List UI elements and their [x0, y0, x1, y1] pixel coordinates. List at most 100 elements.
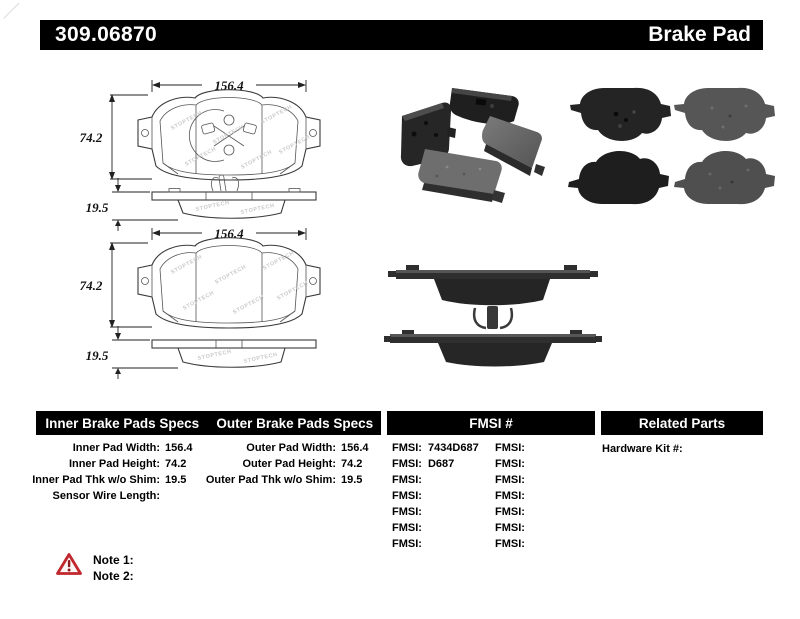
fmsi-left-column: FMSI: 7434D687 FMSI: D687 FMSI: FMSI: FMSI… — [392, 440, 479, 552]
warning-triangle-icon — [56, 553, 82, 575]
page-corner-mark — [0, 0, 20, 19]
watermark-text: STOPTECH — [240, 203, 275, 216]
inner-height-dim-label: 74.2 — [80, 130, 103, 145]
fmsi-label: FMSI: — [495, 442, 525, 454]
watermark-text: STOPTECH — [262, 250, 295, 272]
watermark-text: STOPTECH — [182, 290, 215, 312]
watermark-text: STOPTECH — [195, 200, 230, 213]
table-row: FMSI: 7434D687 — [392, 440, 479, 456]
related-part-label: Hardware Kit #: — [602, 443, 683, 455]
specs-header-bar: Inner Brake Pads Specs Outer Brake Pads … — [36, 411, 381, 435]
outer-height-dim-label: 74.2 — [80, 278, 103, 293]
table-row: Inner Pad Thk w/o Shim: 19.5 — [32, 472, 193, 488]
fmsi-label: FMSI: — [392, 490, 422, 502]
watermark-text: STOPTECH — [260, 104, 293, 126]
table-row: FMSI: — [495, 488, 531, 504]
table-row: FMSI: — [392, 472, 479, 488]
watermark-text: STOPTECH — [278, 134, 311, 156]
spec-value: 156.4 — [165, 442, 193, 454]
table-row: FMSI: — [495, 456, 531, 472]
fmsi-label: FMSI: — [392, 442, 422, 454]
spec-label: Inner Pad Width: — [72, 442, 160, 454]
outer-width-dim-label: 156.4 — [214, 226, 244, 241]
note-label: Note 1: — [93, 553, 134, 567]
fmsi-label: FMSI: — [495, 490, 525, 502]
table-row: FMSI: — [392, 488, 479, 504]
note-label: Note 2: — [93, 569, 134, 583]
related-parts-table: Hardware Kit #: — [602, 441, 689, 457]
fmsi-right-column: FMSI: FMSI: FMSI: FMSI: FMSI: FMSI: FMSI… — [495, 440, 531, 552]
fmsi-label: FMSI: — [495, 474, 525, 486]
outer-specs-table: Outer Pad Width: 156.4 Outer Pad Height:… — [204, 440, 369, 488]
fmsi-label: FMSI: — [392, 474, 422, 486]
table-row: Inner Pad Height: 74.2 — [32, 456, 193, 472]
watermark-text: STOPTECH — [170, 254, 203, 276]
watermark-text: STOPTECH — [276, 280, 309, 302]
fmsi-label: FMSI: — [495, 538, 525, 550]
fmsi-label: FMSI: — [392, 538, 422, 550]
note-row: Note 2: — [93, 568, 140, 584]
table-row: Sensor Wire Length: — [32, 488, 193, 504]
spec-label: Inner Pad Height: — [68, 458, 160, 470]
header-bar: 309.06870 Brake Pad — [40, 20, 763, 50]
spec-value: 74.2 — [341, 458, 363, 470]
watermark-text: STOPTECH — [184, 146, 217, 168]
fmsi-label: FMSI: — [392, 506, 422, 518]
related-parts-title: Related Parts — [638, 415, 726, 431]
fmsi-value: D687 — [427, 458, 455, 470]
table-row: FMSI: D687 — [392, 456, 479, 472]
inner-width-dim-label: 156.4 — [214, 78, 244, 93]
table-row: FMSI: — [495, 520, 531, 536]
table-row: FMSI: — [495, 536, 531, 552]
part-number: 309.06870 — [55, 23, 157, 46]
table-row: FMSI: — [495, 472, 531, 488]
notes-section: Note 1: Note 2: — [93, 552, 140, 584]
table-row: Outer Pad Thk w/o Shim: 19.5 — [204, 472, 369, 488]
table-row: FMSI: — [392, 520, 479, 536]
outer-pad-drawing: 156.4 74.2 STOPTECH STOPTECH STOPTECH ST… — [80, 226, 321, 379]
fmsi-value: 7434D687 — [427, 442, 479, 454]
inner-specs-title: Inner Brake Pads Specs — [45, 415, 200, 431]
fmsi-label: FMSI: — [392, 458, 422, 470]
brake-pads-photo-angled — [400, 88, 545, 203]
watermark-text: STOPTECH — [232, 294, 265, 316]
spec-label: Outer Pad Width: — [246, 442, 336, 454]
table-row: Hardware Kit #: — [602, 441, 689, 457]
product-name: Brake Pad — [648, 23, 751, 46]
fmsi-label: FMSI: — [495, 522, 525, 534]
related-parts-header-bar: Related Parts — [601, 411, 763, 435]
inner-pad-drawing: 156.4 74.2 STOPTECH STOPTECH STOPTECH ST… — [80, 78, 321, 231]
table-row: FMSI: — [392, 536, 479, 552]
brake-pads-photo-edge — [384, 265, 602, 367]
table-row: FMSI: — [392, 504, 479, 520]
fmsi-header-bar: FMSI # — [387, 411, 595, 435]
fmsi-label: FMSI: — [495, 458, 525, 470]
fmsi-label: FMSI: — [495, 506, 525, 518]
table-row: FMSI: — [495, 440, 531, 456]
inner-specs-table: Inner Pad Width: 156.4 Inner Pad Height:… — [32, 440, 193, 504]
spec-value: 19.5 — [165, 474, 187, 486]
watermark-text: STOPTECH — [214, 264, 247, 286]
brake-pads-photo-grid — [568, 87, 775, 205]
inner-thickness-dim-label: 19.5 — [86, 200, 109, 215]
note-row: Note 1: — [93, 552, 140, 568]
spec-label: Inner Pad Thk w/o Shim: — [32, 474, 160, 486]
watermark-text: STOPTECH — [212, 124, 245, 146]
outer-thickness-dim-label: 19.5 — [86, 348, 109, 363]
watermark-text: STOPTECH — [170, 110, 203, 132]
spec-value: 156.4 — [341, 442, 369, 454]
table-row: Outer Pad Width: 156.4 — [204, 440, 369, 456]
fmsi-title: FMSI # — [469, 415, 513, 431]
fmsi-label: FMSI: — [392, 522, 422, 534]
spec-label: Sensor Wire Length: — [52, 490, 160, 502]
table-row: Outer Pad Height: 74.2 — [204, 456, 369, 472]
outer-specs-title: Outer Brake Pads Specs — [216, 415, 374, 431]
spec-value: 19.5 — [341, 474, 363, 486]
table-row: Inner Pad Width: 156.4 — [32, 440, 193, 456]
watermark-text: STOPTECH — [240, 149, 273, 171]
spec-label: Outer Pad Thk w/o Shim: — [205, 474, 336, 486]
table-row: FMSI: — [495, 504, 531, 520]
spec-label: Outer Pad Height: — [242, 458, 336, 470]
watermark-text: STOPTECH — [197, 349, 232, 362]
